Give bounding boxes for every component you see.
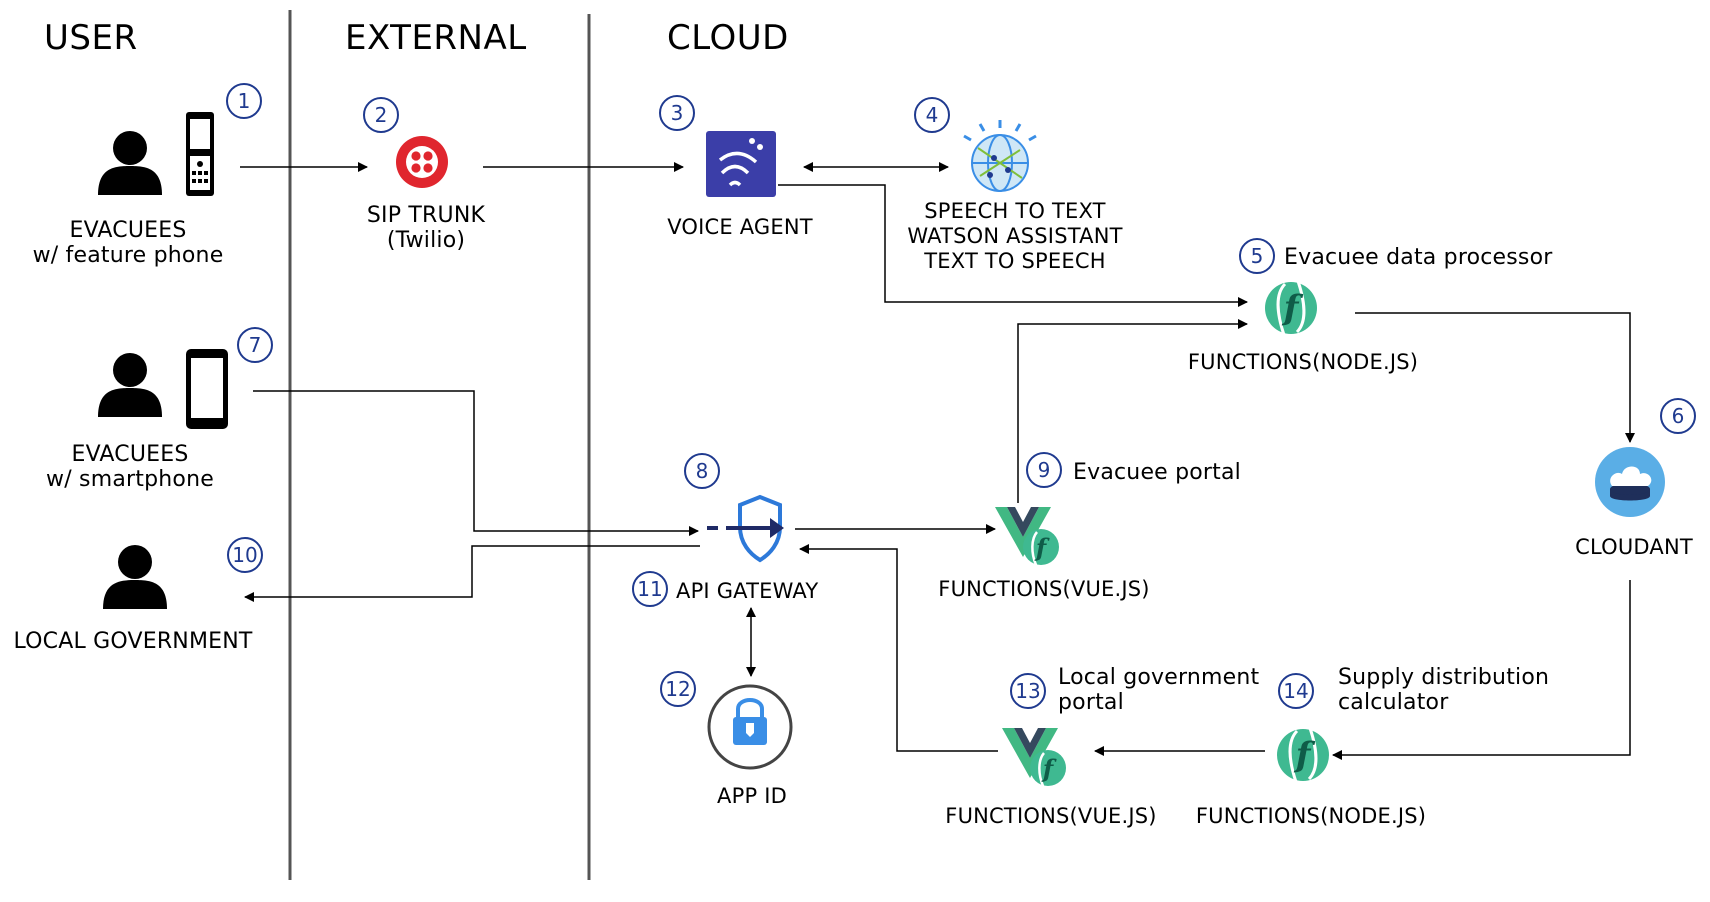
app-id-label: APP ID	[717, 784, 787, 808]
lane-title-external: EXTERNAL	[345, 18, 527, 58]
step-badge-1: 1	[226, 83, 262, 119]
api-gateway-icon	[707, 494, 784, 563]
supply-calc-label: FUNCTIONS(NODE.JS)	[1195, 804, 1427, 828]
gov-portal-label: FUNCTIONS(VUE.JS)	[945, 804, 1157, 828]
person-icon	[103, 545, 167, 609]
watson-globe-icon	[963, 120, 1037, 192]
functions-icon	[1275, 726, 1331, 784]
vue-functions-icon	[1000, 726, 1068, 788]
data-processor-title: Evacuee data processor	[1284, 245, 1553, 270]
lane-title-user: USER	[44, 18, 138, 58]
voice-agent-label: VOICE AGENT	[667, 215, 813, 239]
gov-portal-title: Local government portal	[1058, 665, 1260, 715]
arrow-processor-to-cloudant	[1355, 312, 1635, 443]
step-badge-6: 6	[1660, 398, 1696, 434]
step-badge-2: 2	[363, 97, 399, 133]
app-id-icon	[707, 684, 793, 770]
person-icon	[98, 131, 162, 195]
api-gateway-label: API GATEWAY	[676, 579, 819, 603]
twilio-logo-icon	[396, 136, 448, 188]
arrow-voice-to-processor	[778, 184, 1248, 307]
feature-phone-icon	[186, 112, 214, 196]
sip-trunk-label: SIP TRUNK (Twilio)	[366, 203, 486, 253]
watson-label: SPEECH TO TEXT WATSON ASSISTANT TEXT TO …	[907, 199, 1123, 273]
step-badge-7: 7	[237, 327, 273, 363]
step-badge-11: 11	[632, 571, 668, 607]
step-badge-5: 5	[1239, 238, 1275, 274]
data-processor-label: FUNCTIONS(NODE.JS)	[1187, 350, 1419, 374]
arrow-gateway-to-gov	[244, 545, 700, 602]
step-badge-10: 10	[227, 537, 263, 573]
vue-functions-icon	[993, 505, 1061, 567]
step-badge-3: 3	[659, 95, 695, 131]
supply-calc-title: Supply distribution calculator	[1338, 665, 1550, 715]
evacuees-smartphone-label: EVACUEES w/ smartphone	[46, 442, 214, 492]
arrow-govportal-to-gateway	[799, 544, 998, 752]
arrow-smartphone-to-gateway	[253, 390, 699, 536]
arrow-portal-to-processor	[1017, 319, 1248, 503]
step-badge-12: 12	[660, 671, 696, 707]
step-badge-8: 8	[684, 453, 720, 489]
arrow-cloudant-to-calc	[1332, 580, 1631, 760]
local-government-label: LOCAL GOVERNMENT	[13, 629, 253, 654]
smartphone-icon	[186, 349, 228, 429]
step-badge-4: 4	[914, 97, 950, 133]
cloudant-label: CLOUDANT	[1575, 535, 1693, 559]
step-badge-9: 9	[1026, 452, 1062, 488]
voice-agent-icon	[706, 131, 776, 197]
functions-icon	[1263, 279, 1319, 337]
evacuee-portal-label: FUNCTIONS(VUE.JS)	[938, 577, 1150, 601]
step-badge-14: 14	[1278, 673, 1314, 709]
step-badge-13: 13	[1010, 673, 1046, 709]
evacuees-feature-label: EVACUEES w/ feature phone	[32, 218, 224, 268]
person-icon	[98, 353, 162, 417]
lane-title-cloud: CLOUD	[667, 18, 789, 58]
cloudant-icon	[1595, 447, 1665, 517]
evacuee-portal-title: Evacuee portal	[1073, 460, 1241, 485]
